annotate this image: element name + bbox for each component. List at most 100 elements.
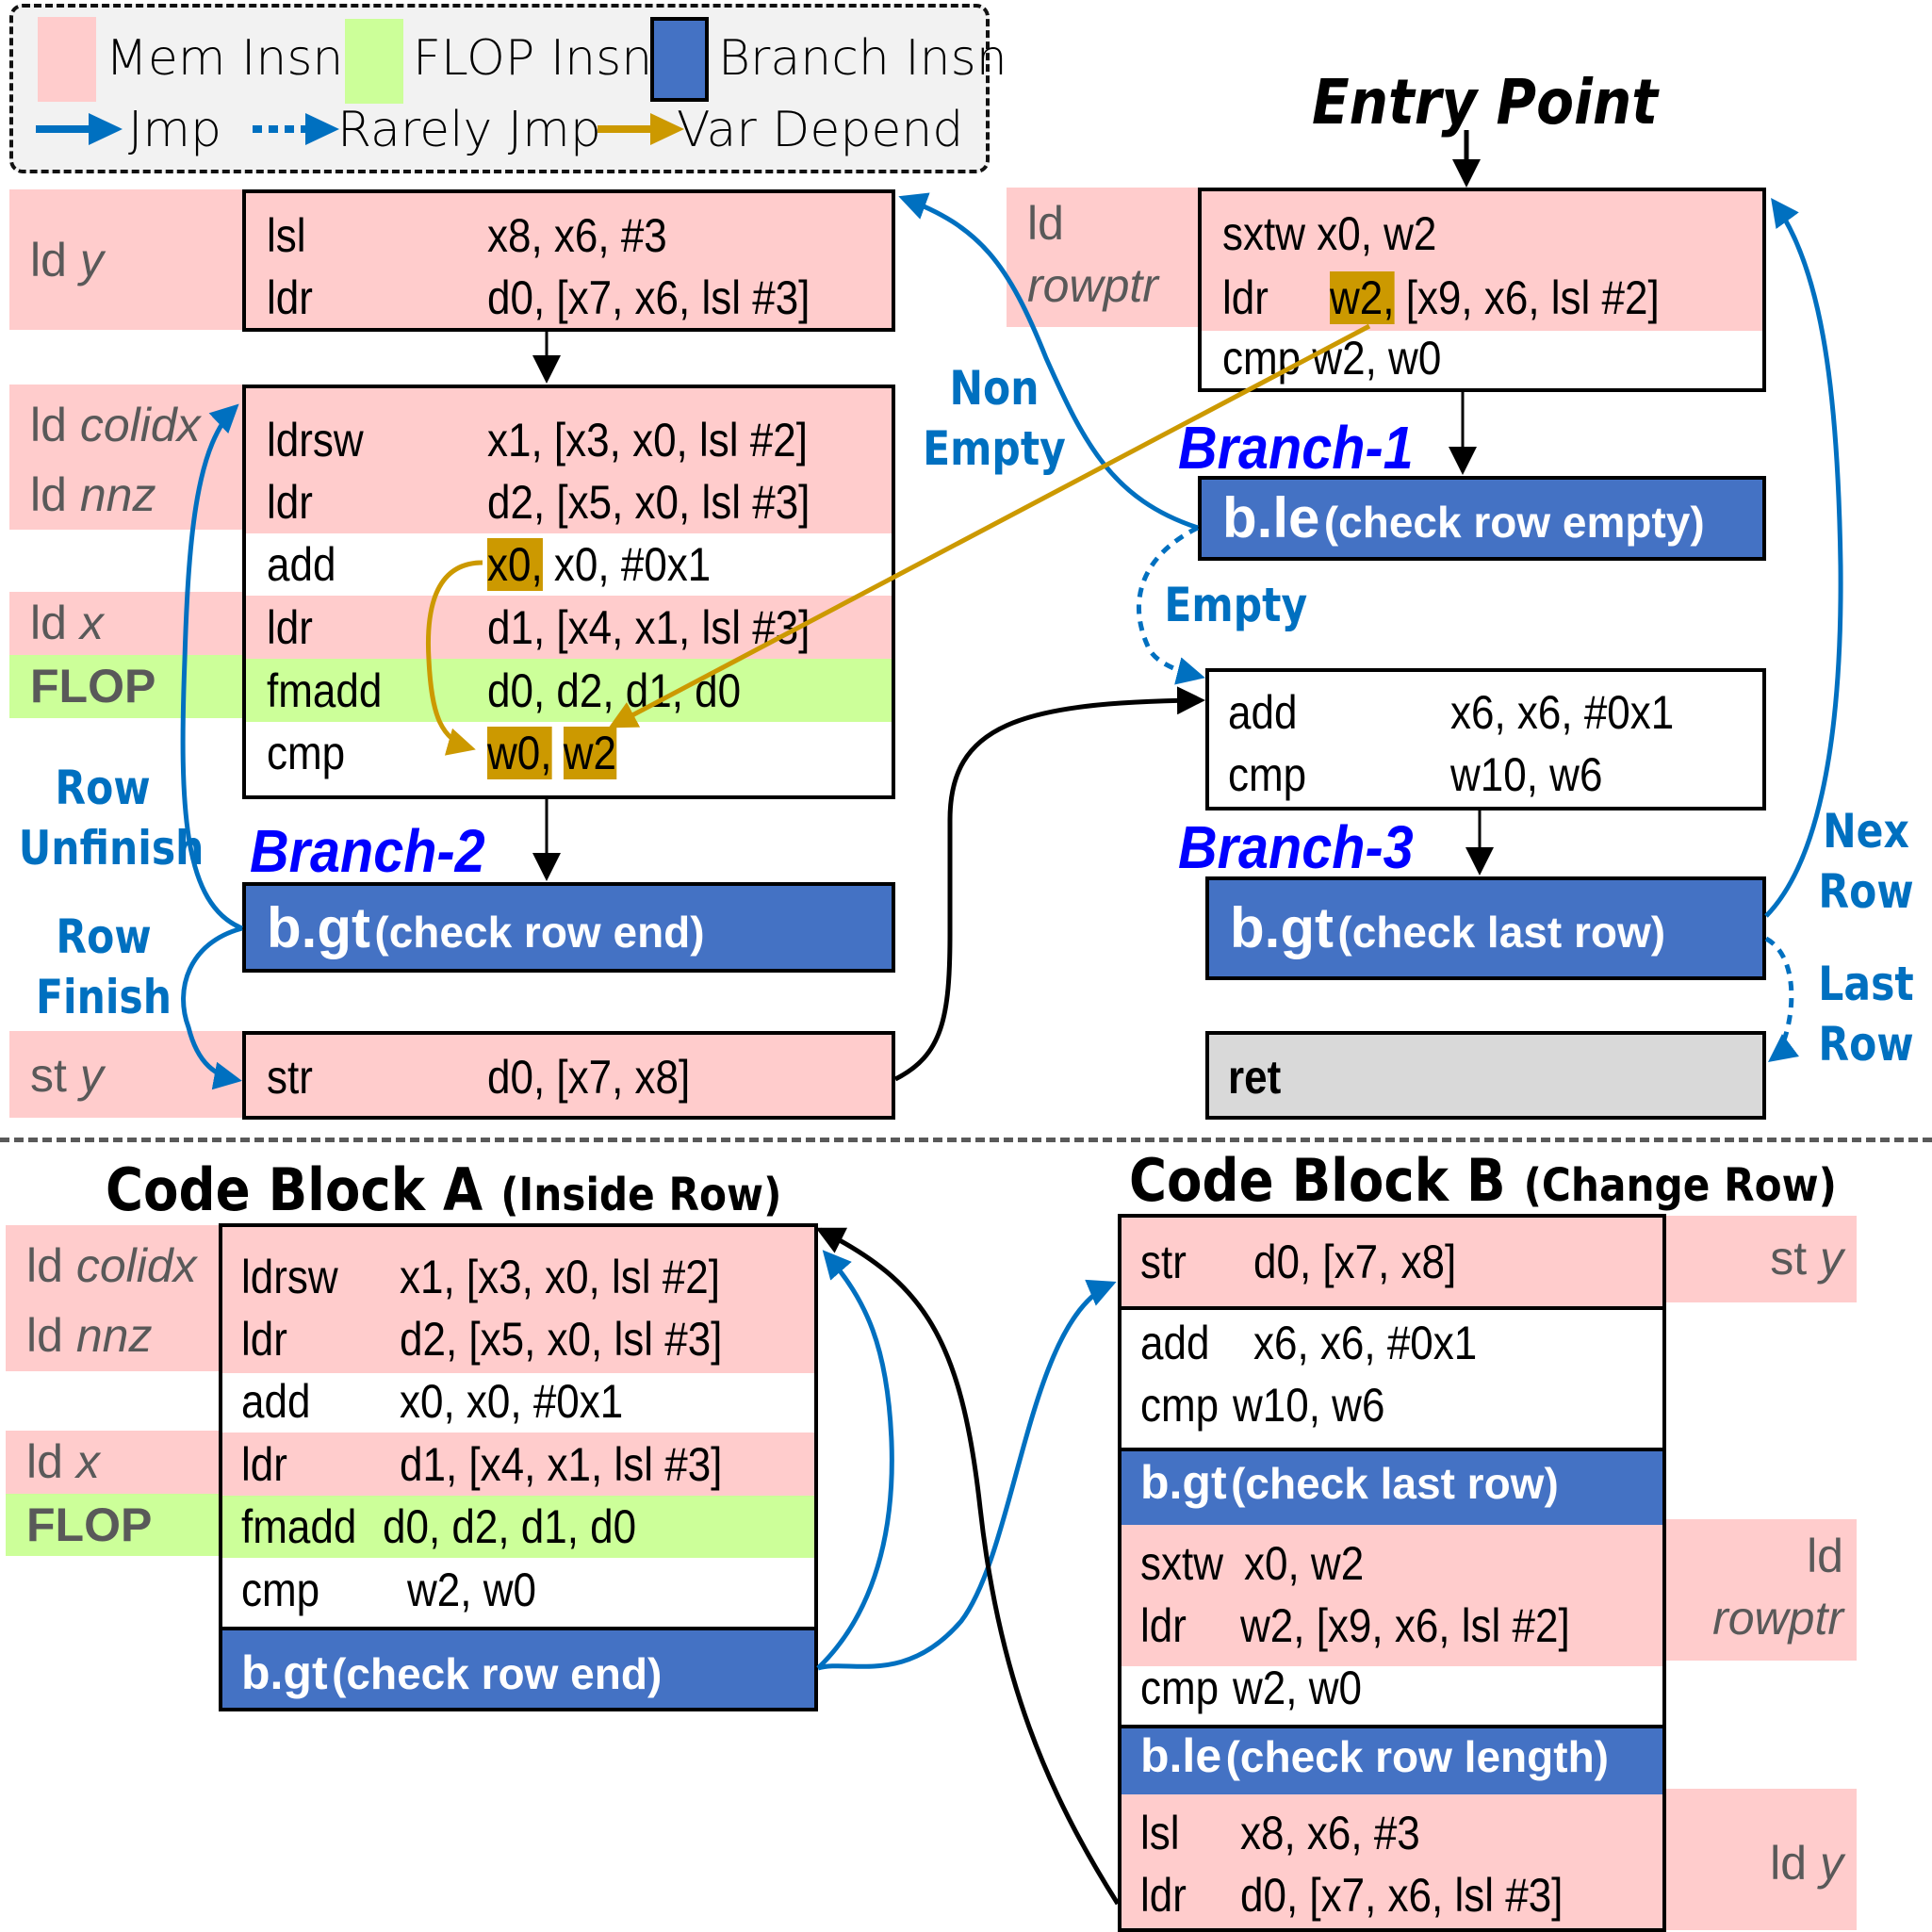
insn-args: w2, [x9, x6, lsl #2] <box>1240 1599 1570 1652</box>
branch-3-label: Branch-3 <box>1178 813 1414 881</box>
jump-label-empty: Empty <box>1164 578 1308 632</box>
insn-args: x0, x0, #0x1 <box>487 538 712 591</box>
branch-1-block: b.le (check row empty) <box>1198 476 1766 561</box>
insn-text: cmp w2, w0 <box>1222 332 1442 385</box>
insn-args: d1, [x4, x1, lsl #3] <box>487 601 810 654</box>
side-label-bg <box>1664 1789 1857 1930</box>
insn-args: x8, x6, #3 <box>1240 1807 1420 1859</box>
insn-args: d0, [x7, x6, lsl #3] <box>487 271 810 324</box>
insn-args: w0, w2 <box>487 722 616 784</box>
code-block-b-title: Code Block B (Change Row) <box>1129 1146 1837 1215</box>
branch-1-label: Branch-1 <box>1178 414 1414 482</box>
legend-branch-insn: Branch Insn <box>718 30 1007 87</box>
insn-op: cmp <box>1140 1379 1220 1432</box>
side-label-bg <box>6 1494 222 1556</box>
insn-op: cmp <box>241 1564 320 1616</box>
side-label-flop: FLOP <box>30 660 156 712</box>
insn-op: ldr <box>267 271 313 324</box>
insn-op: cmp <box>1228 748 1307 801</box>
legend-mem-insn: Mem Insn <box>106 30 344 87</box>
code-block-a-title: Code Block A (Inside Row) <box>106 1155 782 1224</box>
last-row-rarely-jump-arrow <box>1764 936 1799 1063</box>
side-label-flop: FLOP <box>26 1498 153 1551</box>
block-store-y: str d0, [x7, x8] <box>242 1031 895 1120</box>
insn-op: ldr <box>1140 1599 1187 1652</box>
var-highlight-w2: w2 <box>563 727 616 779</box>
flop-insn-swatch <box>345 19 403 104</box>
var-highlight-w0: w0, <box>487 727 552 779</box>
insn-text: sxtw x0, w2 <box>1222 207 1437 260</box>
legend-rarely-jmp: Rarely Jmp <box>337 102 601 158</box>
insn-op: ldr <box>1222 271 1269 324</box>
insn-args: w2, w0 <box>1233 1662 1362 1714</box>
insn-op: add <box>1140 1317 1210 1369</box>
insn-op: ldrsw <box>241 1251 338 1303</box>
side-label-ld-x: ld x <box>26 1435 100 1488</box>
insn-args: d0, [x7, x8] <box>487 1051 691 1104</box>
insn-op: add <box>241 1375 311 1428</box>
branch-3-block: b.gt (check last row) <box>1205 876 1766 980</box>
side-label-ld-x: ld x <box>30 597 104 649</box>
insn-op: ldrsw <box>267 414 364 467</box>
insn-args: x6, x6, #0x1 <box>1253 1317 1478 1369</box>
block-entry: sxtw x0, w2 ldr w2, [x9, x6, lsl #2] cmp… <box>1198 188 1766 392</box>
insn-op: fmadd <box>267 664 383 717</box>
insn-op: str <box>267 1051 313 1104</box>
branch-comment: (check row empty) <box>1323 498 1705 547</box>
branch-insn-swatch <box>650 17 709 102</box>
insn-args: d2, [x5, x0, lsl #3] <box>487 476 810 529</box>
side-label-ld-nnz: ld nnz <box>26 1309 153 1362</box>
insn-args: x8, x6, #3 <box>487 209 667 262</box>
side-label-ld-y: ld y <box>1770 1837 1843 1890</box>
side-label-st-y: st y <box>30 1049 104 1102</box>
insn-args: d0, [x7, x6, lsl #3] <box>1240 1869 1564 1922</box>
side-label-bg <box>9 189 245 330</box>
block-ld-y: lsl x8, x6, #3 ldr d0, [x7, x6, lsl #3] <box>242 189 895 332</box>
insn-args: x0, x0, #0x1 <box>400 1375 624 1428</box>
side-label-bg <box>6 1225 222 1371</box>
insn-op: ldr <box>267 601 313 654</box>
insn-op: ldr <box>267 476 313 529</box>
code-block-a-branch: b.gt (check row end) <box>241 1646 663 1699</box>
insn-args: w10, w6 <box>1450 748 1603 801</box>
insn-args: w2, [x9, x6, lsl #2] <box>1330 271 1660 324</box>
block-increment-row: add x6, x6, #0x1 cmp w10, w6 <box>1205 668 1766 810</box>
code-block-b-branch-last-row: b.gt (check last row) <box>1140 1456 1559 1509</box>
entry-point-label: Entry Point <box>1312 66 1659 139</box>
var-depend-arrow-icon <box>598 113 684 145</box>
insn-op: fmadd <box>241 1500 357 1553</box>
insn-op: cmp <box>1140 1662 1220 1714</box>
insn-args: d0, d2, d1, d0 <box>383 1500 637 1553</box>
branch-op: b.gt <box>267 896 370 959</box>
side-label-ld-colidx: ld colidx <box>30 399 201 451</box>
insn-args: x0, w2 <box>1244 1537 1365 1590</box>
branch-comment: (check row end) <box>374 908 705 957</box>
insn-op: add <box>1228 686 1298 739</box>
section-divider <box>0 1138 1932 1142</box>
side-label-ld-colidx: ld colidx <box>26 1239 197 1292</box>
code-block-b-branch-row-length: b.le (check row length) <box>1140 1729 1609 1782</box>
branch-op: b.le <box>1222 486 1320 549</box>
code-block-b: str d0, [x7, x8] add x6, x6, #0x1 cmp w1… <box>1118 1214 1666 1932</box>
insn-args: x1, [x3, x0, lsl #2] <box>400 1251 720 1303</box>
insn-args: d0, [x7, x8] <box>1253 1236 1457 1288</box>
insn-args: x6, x6, #0x1 <box>1450 686 1675 739</box>
var-highlight-x0: x0, <box>487 538 543 591</box>
insn-op: str <box>1140 1236 1187 1288</box>
insn-op: ldr <box>1140 1869 1187 1922</box>
insn-op: ret <box>1228 1051 1282 1104</box>
branch-2-label: Branch-2 <box>250 817 485 885</box>
mem-insn-swatch <box>38 17 96 102</box>
side-label-bg <box>1664 1216 1857 1302</box>
insn-args: d1, [x4, x1, lsl #3] <box>400 1438 723 1491</box>
legend-flop-insn: FLOP Insn <box>413 30 653 87</box>
store-to-increment-arrow <box>893 686 1205 1082</box>
insn-args: w10, w6 <box>1233 1379 1385 1432</box>
insn-args: d0, d2, d1, d0 <box>487 664 742 717</box>
block-ret: ret <box>1205 1031 1766 1120</box>
